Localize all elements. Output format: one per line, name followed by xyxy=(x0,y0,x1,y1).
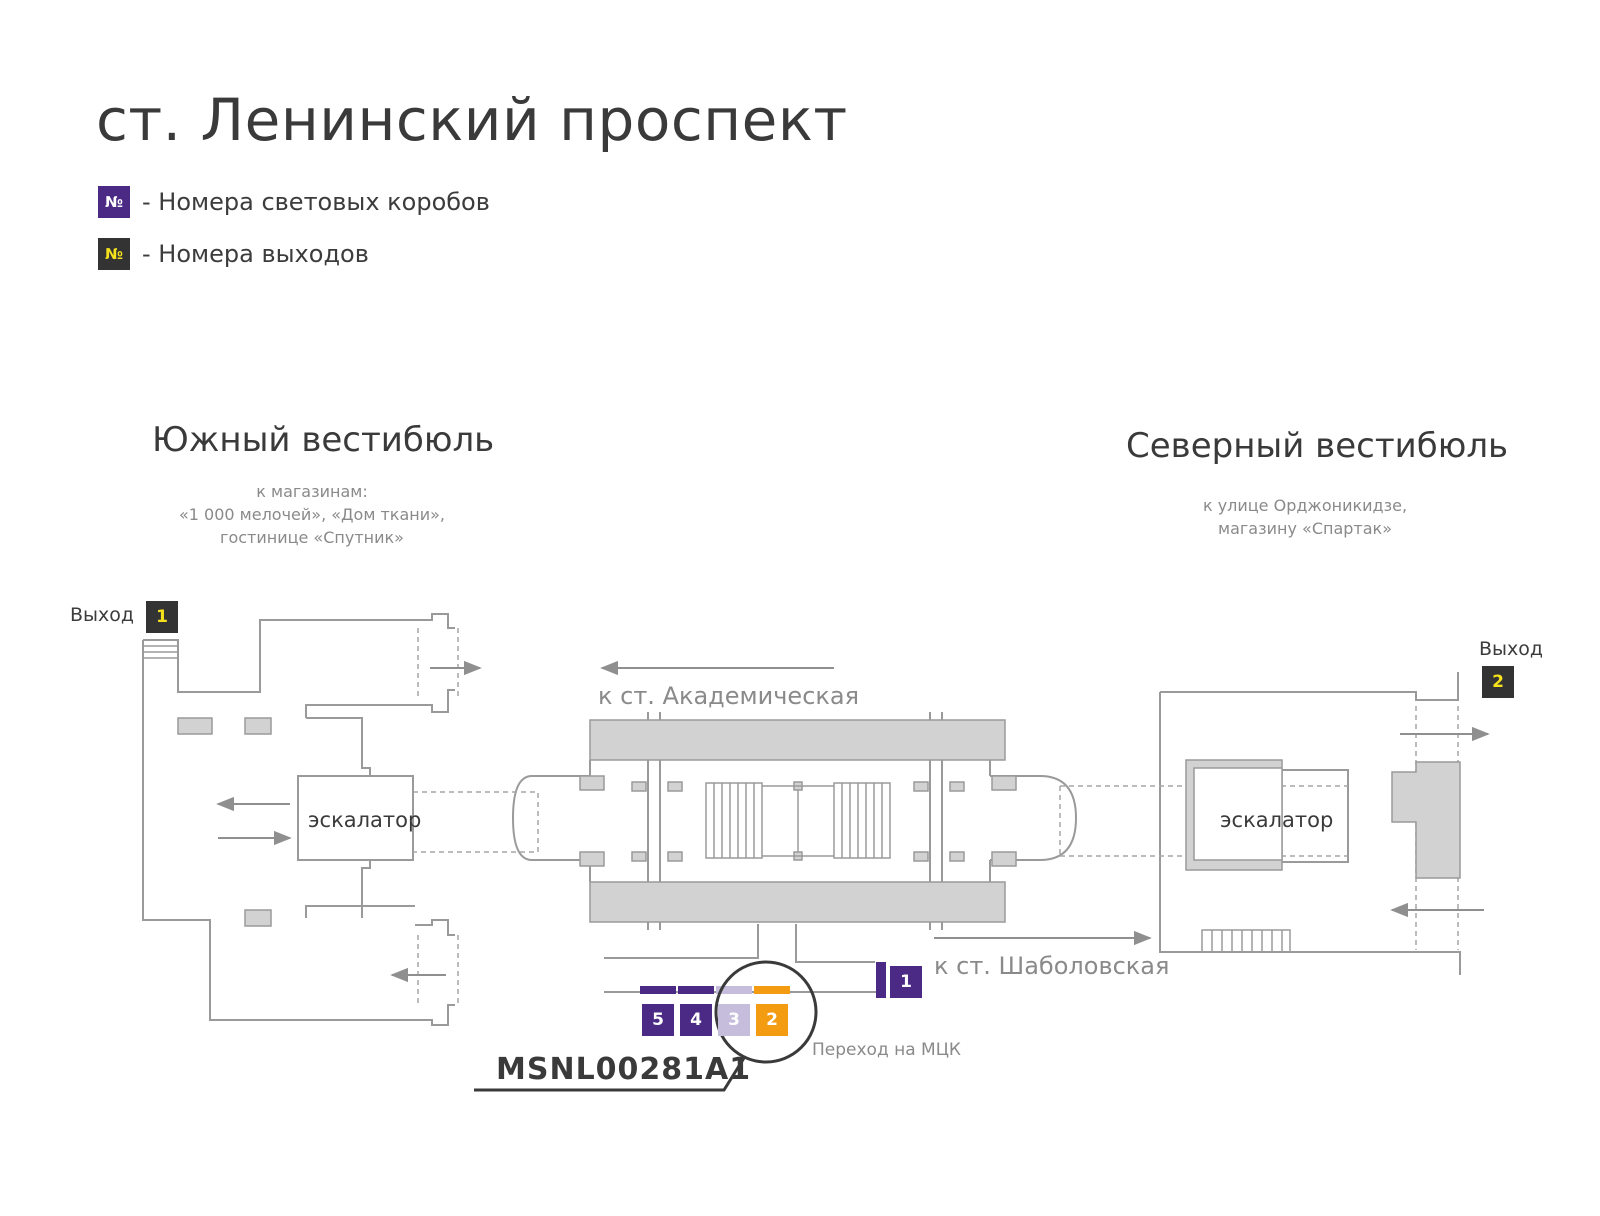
lightbox-badge-3: 3 xyxy=(718,1004,750,1036)
south-sub-line-1: к магазинам: xyxy=(256,482,368,501)
north-sub-line-2: магазину «Спартак» xyxy=(1218,519,1392,538)
lightbox-badge-4: 4 xyxy=(680,1004,712,1036)
south-exit-door-top xyxy=(415,613,455,713)
lightbox-badge-2: 2 xyxy=(756,1004,788,1036)
south-escalator-label: эскалатор xyxy=(308,808,422,832)
north-vestibule-wall-top xyxy=(1160,672,1459,701)
code-leader-line xyxy=(474,1057,746,1092)
south-sub-line-3: гостинице «Спутник» xyxy=(220,528,404,547)
south-lower-block xyxy=(305,905,415,918)
south-exit-number-badge: 1 xyxy=(146,601,178,633)
mck-corridor xyxy=(604,924,880,993)
north-exit-label: Выход xyxy=(1479,638,1544,660)
legend-lightbox-text: - Номера световых коробов xyxy=(142,188,490,216)
direction-shabol-label: к ст. Шаболовская xyxy=(934,952,1170,980)
legend-lightbox: № - Номера световых коробов xyxy=(98,186,490,218)
south-vestibule-title: Южный вестибюль xyxy=(152,420,495,460)
lightbox-number-icon: № xyxy=(98,186,130,218)
south-vestibule-subtitle: к магазинам: «1 000 мелочей», «Дом ткани… xyxy=(172,480,452,549)
south-exit-door-bottom xyxy=(415,919,455,1026)
legend-exit-text: - Номера выходов xyxy=(142,240,369,268)
north-exit-number-badge: 2 xyxy=(1482,666,1514,698)
south-escalator-box xyxy=(297,775,414,861)
south-upper-block xyxy=(305,704,415,718)
north-vestibule-subtitle: к улице Орджоникидзе, магазину «Спартак» xyxy=(1170,494,1440,540)
platform-hall-right-cap xyxy=(990,775,1078,861)
south-exit-label: Выход xyxy=(70,604,135,626)
focus-circle xyxy=(714,960,818,1064)
south-vestibule-wall-top xyxy=(143,619,415,693)
lightbox-badge-5: 5 xyxy=(642,1004,674,1036)
platform-hall-top xyxy=(589,760,991,776)
south-sub-line-2: «1 000 мелочей», «Дом ткани», xyxy=(178,505,446,524)
direction-academ-label: к ст. Академическая xyxy=(598,682,860,710)
mck-transfer-label: Переход на МЦК xyxy=(812,1040,961,1060)
location-code: MSNL00281A1 xyxy=(496,1052,752,1087)
legend-exit: № - Номера выходов xyxy=(98,238,369,270)
north-sub-line-1: к улице Орджоникидзе, xyxy=(1202,496,1408,515)
station-title: ст. Ленинский проспект xyxy=(96,86,848,154)
platform-hall-left-cap xyxy=(511,775,590,861)
north-vestibule-wall xyxy=(1159,692,1461,975)
north-escalator-label: эскалатор xyxy=(1220,808,1334,832)
north-vestibule-title: Северный вестибюль xyxy=(1126,426,1509,466)
lightbox-badge-1: 1 xyxy=(890,966,922,998)
exit-number-icon: № xyxy=(98,238,130,270)
south-vestibule-wall xyxy=(142,640,415,1021)
